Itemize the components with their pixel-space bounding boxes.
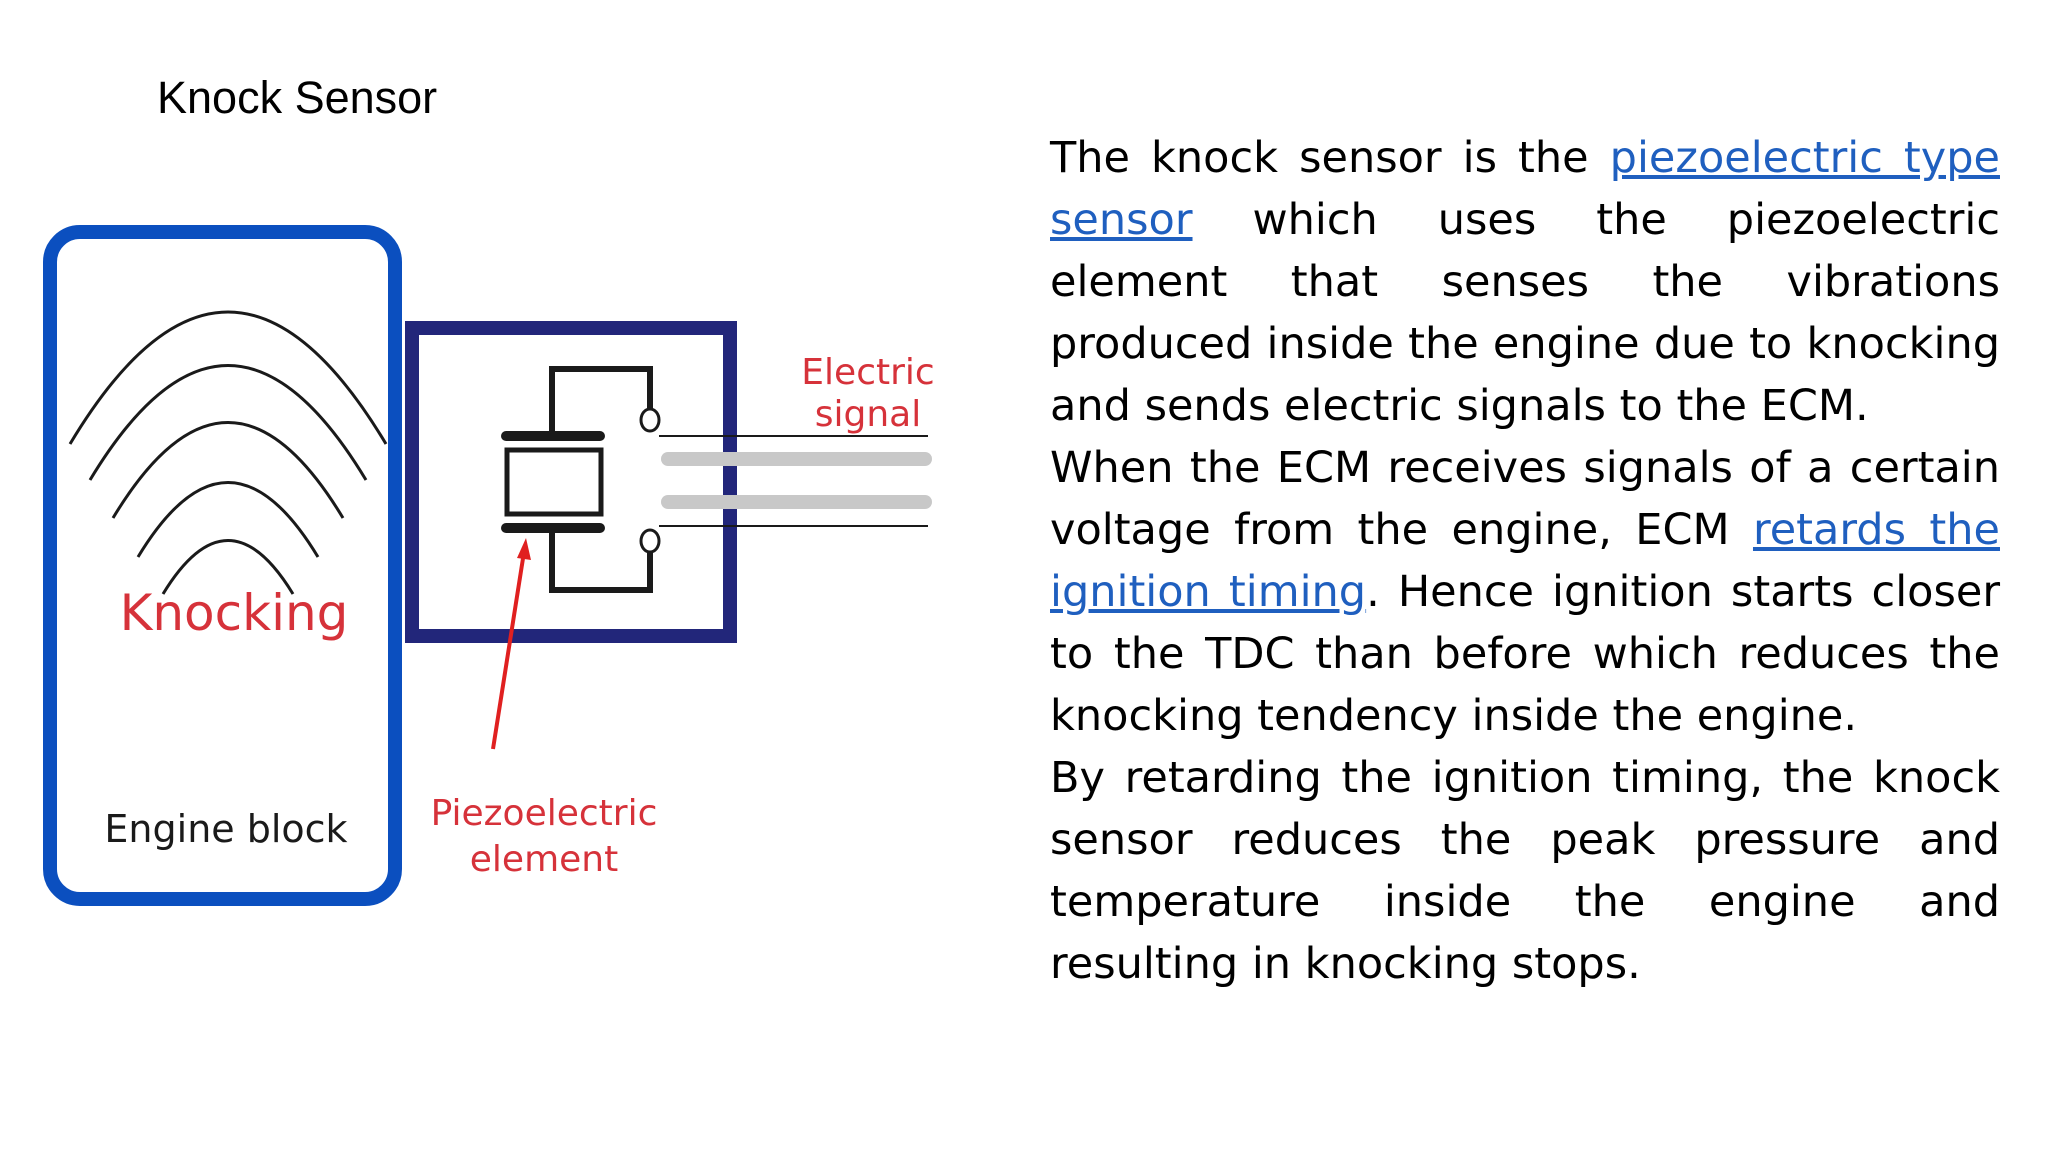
piezoelectric-label-line1: Piezoelectric bbox=[431, 793, 658, 834]
lower-lead-wire bbox=[549, 525, 928, 593]
paragraph-3: By retarding the ignition timing, the kn… bbox=[1050, 753, 2000, 989]
electric-signal-label-line2: signal bbox=[815, 394, 922, 435]
paragraph-2: When the ECM receives signals of a certa… bbox=[1050, 443, 2000, 741]
description-text: The knock sensor is the piezoelectric ty… bbox=[1050, 127, 2000, 995]
paragraph-1: The knock sensor is the piezoelectric ty… bbox=[1050, 133, 2000, 431]
engine-block-box bbox=[43, 225, 402, 906]
ignition-timing-link[interactable]: retards the ignition timing bbox=[1050, 505, 2000, 617]
knocking-label: Knocking bbox=[120, 584, 349, 642]
vibration-waves-icon bbox=[68, 310, 388, 595]
slide-title: Knock Sensor bbox=[157, 72, 438, 123]
upper-lead-wire bbox=[549, 366, 928, 437]
piezoelectric-sensor-link[interactable]: piezoelectric type sensor bbox=[1050, 133, 2000, 245]
engine-block-label: Engine block bbox=[104, 807, 347, 851]
piezoelectric-element-icon bbox=[501, 431, 605, 533]
piezoelectric-label-line2: element bbox=[470, 839, 618, 880]
electric-signal-label-line1: Electric bbox=[801, 352, 934, 393]
arrow-icon bbox=[491, 538, 531, 750]
knock-sensor-diagram: Knocking Engine block bbox=[28, 212, 978, 922]
